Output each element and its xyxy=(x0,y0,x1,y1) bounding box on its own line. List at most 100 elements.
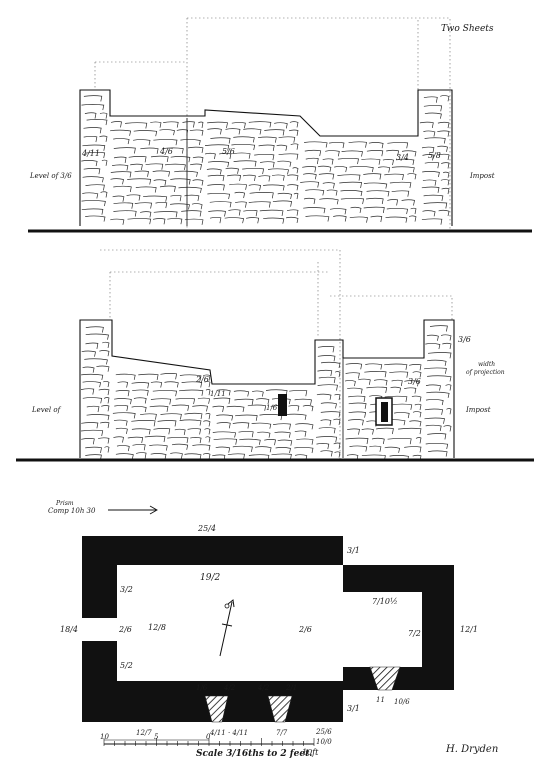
stone-course xyxy=(153,179,167,186)
stone-course xyxy=(152,170,171,177)
stone-course xyxy=(421,186,440,193)
stone-course xyxy=(131,428,151,435)
stone-course xyxy=(326,189,338,196)
stone-course xyxy=(258,144,275,151)
stone-course xyxy=(81,200,106,207)
stone-course xyxy=(412,411,422,418)
stone-course xyxy=(289,389,308,397)
stone-course xyxy=(204,428,211,435)
stone-course xyxy=(410,207,417,215)
stone-course xyxy=(86,119,108,126)
stone-course xyxy=(425,384,441,391)
stone-course xyxy=(140,211,152,218)
stone-course xyxy=(82,192,99,199)
stone-course xyxy=(150,155,169,162)
stone-course xyxy=(115,427,128,434)
stone-course xyxy=(205,413,211,420)
stone-course xyxy=(347,387,363,394)
stone-course xyxy=(113,147,136,154)
stone-course xyxy=(438,209,450,216)
dim-label: 7/2 xyxy=(408,629,421,638)
stone-course xyxy=(153,139,178,146)
stone-course xyxy=(85,151,106,159)
stone-course xyxy=(345,437,369,445)
stone-course xyxy=(257,136,277,143)
stone-course xyxy=(86,414,110,421)
stone-course xyxy=(274,122,288,129)
stone-course xyxy=(341,150,363,157)
stone-course xyxy=(227,174,242,181)
stone-course xyxy=(347,428,360,435)
stone-course xyxy=(232,422,250,429)
stone-course xyxy=(426,334,439,341)
stone-course xyxy=(340,190,363,197)
stone-course xyxy=(204,381,211,388)
stone-course xyxy=(412,371,422,378)
stone-course xyxy=(113,138,130,145)
stone-course xyxy=(374,379,388,386)
stone-course xyxy=(364,371,387,378)
stone-course xyxy=(99,350,110,357)
stone-course xyxy=(368,142,384,149)
chancel-walls xyxy=(343,565,454,690)
stone-course xyxy=(302,166,317,173)
projection-note: of projection xyxy=(466,369,505,376)
hatched-step xyxy=(267,695,293,723)
stone-course xyxy=(81,422,99,429)
stone-course xyxy=(422,171,440,178)
direction-arrow-icon xyxy=(219,599,235,657)
stone-course xyxy=(348,419,364,426)
stone-course xyxy=(81,208,104,215)
dim-label: 2/6 xyxy=(298,625,312,634)
stone-course xyxy=(128,156,147,163)
stone-course xyxy=(164,163,186,170)
dim-label: 12/7 xyxy=(136,729,152,737)
stone-course xyxy=(333,215,347,222)
stone-course xyxy=(315,436,338,443)
stone-course xyxy=(318,427,336,434)
stone-course xyxy=(81,373,104,380)
stone-course xyxy=(179,419,202,426)
stone-course xyxy=(334,451,341,458)
stone-course xyxy=(234,398,254,406)
stone-course xyxy=(135,186,157,193)
stone-course xyxy=(251,422,272,429)
stone-course xyxy=(104,446,110,453)
dim-label: 5/8 xyxy=(428,151,441,160)
dim-label: 19/2 xyxy=(200,573,220,583)
stone-course xyxy=(423,130,436,137)
stone-course xyxy=(285,413,307,420)
stone-course xyxy=(334,166,348,173)
stone-course xyxy=(233,160,257,167)
stone-course xyxy=(263,217,285,224)
dim-label: 3/6 xyxy=(408,377,421,386)
level-label: Level of xyxy=(31,406,62,414)
stone-course xyxy=(366,197,384,205)
stone-course xyxy=(273,423,291,430)
stone-course xyxy=(152,218,166,225)
stone-course xyxy=(287,174,299,181)
stone-course xyxy=(234,191,246,199)
stone-course xyxy=(98,437,110,444)
stone-course xyxy=(213,438,238,445)
dim-label: 12/8 xyxy=(148,623,166,632)
stone-course xyxy=(320,402,337,409)
stone-course xyxy=(361,428,374,435)
stone-course xyxy=(81,438,95,445)
stone-course xyxy=(225,128,241,135)
stone-course xyxy=(277,160,292,167)
stone-course xyxy=(366,190,390,197)
prism-label: Prism xyxy=(55,500,74,507)
dim-label: 4/2 xyxy=(257,684,270,692)
stone-course xyxy=(329,208,347,215)
stone-course xyxy=(113,202,134,209)
stone-course xyxy=(392,403,413,410)
stone-course xyxy=(349,216,368,223)
stone-course xyxy=(86,405,100,413)
stone-course xyxy=(404,380,419,387)
stone-course xyxy=(421,218,443,225)
dim-label: 4/11 xyxy=(81,149,100,158)
stone-course xyxy=(425,424,442,431)
stone-course xyxy=(401,199,415,206)
stone-course xyxy=(286,216,299,223)
